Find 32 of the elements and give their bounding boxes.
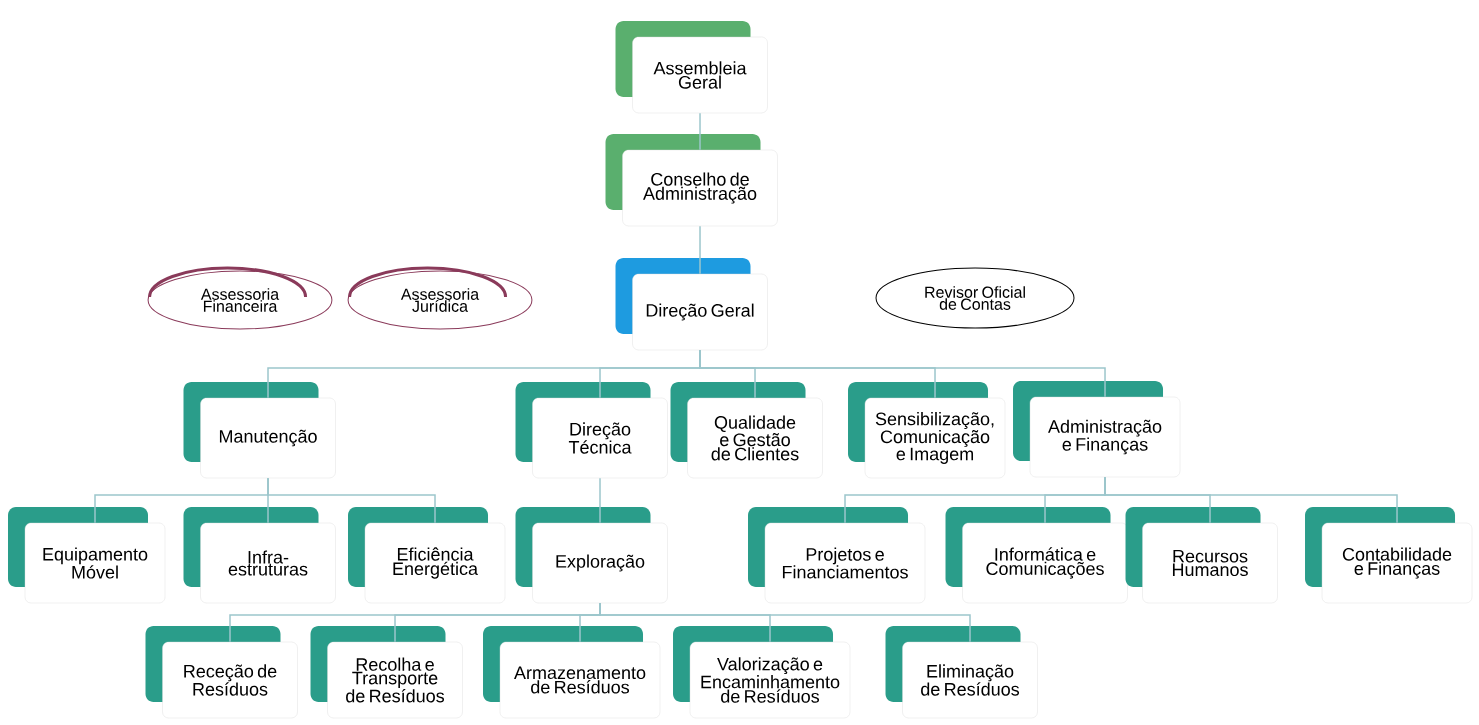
connector-line [699,225,701,275]
connector-line [699,112,701,151]
org-box: Administração e Finanças [1013,381,1181,478]
node-label: Informática e Comunicações [986,547,1104,579]
org-box: Conselho de Administração [605,134,778,227]
org-box: Sensibilização, Comunicação e Imagem [848,382,1006,479]
org-box: Recolha e Transporte de Resíduos [310,626,463,719]
oval: Revisor Oficial de Contas [875,267,1075,329]
connector-line [599,477,601,524]
org-box: Informática e Comunicações [945,507,1128,604]
org-box: Projetos e Financiamentos [748,507,926,604]
org-box: Qualidade e Gestão de Clientes [670,382,823,479]
org-box: Infra- estruturas [183,507,336,604]
connector-line [699,349,1106,398]
org-box: Recursos Humanos [1125,507,1278,604]
connector-line [1104,476,1398,524]
connector-line [267,477,436,524]
org-box: Direção Geral [615,258,768,351]
org-box: Assembleia Geral [615,21,768,114]
org-box: Armazenamento de Resíduos [483,626,661,719]
org-box: Receção de Resíduos [145,626,298,719]
org-box: Direção Técnica [515,382,668,479]
oval: Assessoria Jurídica [347,266,533,330]
oval: Assessoria Financeira [147,266,333,330]
org-box: Equipamento Móvel [8,507,166,604]
org-box: Eficiência Energética [348,507,506,604]
org-box: Valorização e Encaminhamento de Resíduos [673,626,851,719]
org-box: Eliminação de Resíduos [885,626,1038,719]
org-box: Manutenção [183,382,336,479]
org-box: Exploração [515,507,668,604]
connector-line [599,602,971,643]
org-box: Contabilidade e Finanças [1305,507,1473,604]
